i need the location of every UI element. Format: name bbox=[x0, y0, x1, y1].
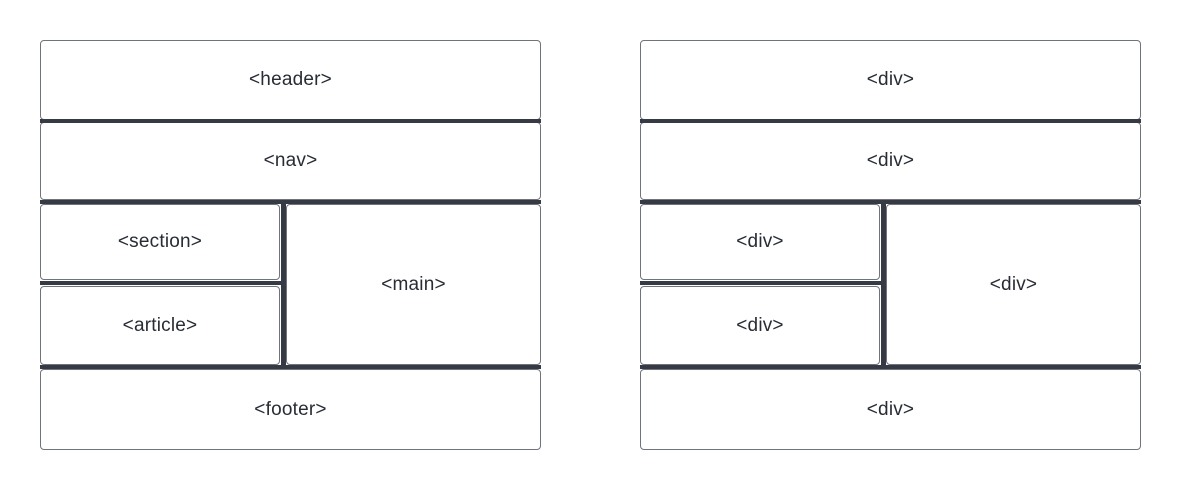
article-box: <article> bbox=[40, 286, 280, 365]
separator-line bbox=[881, 200, 886, 369]
header-box: <header> bbox=[40, 40, 541, 120]
div-layout-diagram: <div> <div> <div> <div> <div> <div> bbox=[640, 40, 1141, 450]
bottom-div-box: <div> bbox=[640, 369, 1141, 450]
left-upper-div-box: <div> bbox=[640, 204, 880, 280]
main-box: <main> bbox=[286, 204, 541, 365]
semantic-layout-diagram: <header> <nav> <section> <article> <main… bbox=[40, 40, 541, 450]
separator-line bbox=[281, 200, 286, 369]
separator-line bbox=[640, 200, 1141, 204]
separator-line bbox=[40, 119, 541, 123]
nav-box: <nav> bbox=[40, 122, 541, 200]
separator-line bbox=[40, 365, 541, 369]
second-div-box: <div> bbox=[640, 122, 1141, 200]
section-box: <section> bbox=[40, 204, 280, 280]
top-div-box: <div> bbox=[640, 40, 1141, 120]
separator-line bbox=[640, 281, 881, 285]
separator-line bbox=[640, 365, 1141, 369]
separator-line bbox=[40, 200, 541, 204]
separator-line bbox=[40, 281, 281, 285]
right-div-box: <div> bbox=[886, 204, 1141, 365]
footer-box: <footer> bbox=[40, 369, 541, 450]
separator-line bbox=[640, 119, 1141, 123]
left-lower-div-box: <div> bbox=[640, 286, 880, 365]
